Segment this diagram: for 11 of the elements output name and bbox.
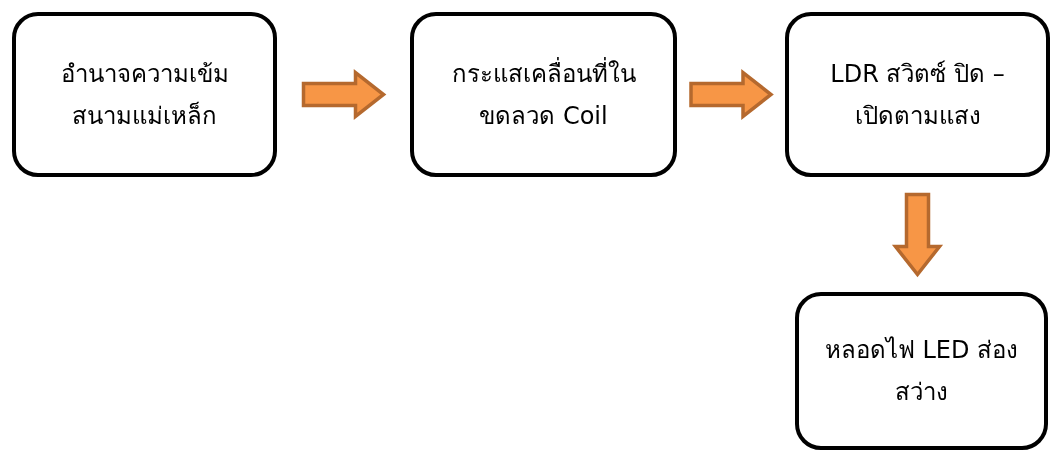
box-text: อำนาจความเข้มสนามแม่เหล็ก <box>59 58 230 132</box>
process-box <box>12 12 277 177</box>
process-box <box>785 12 1050 177</box>
block-arrow <box>891 192 944 278</box>
block-arrow <box>689 68 774 121</box>
box-text: หลอดไฟ LED ส่องสว่าง <box>823 335 1020 408</box>
box-text: กระแสเคลื่อนที่ในขดลวด Coil <box>450 56 637 132</box>
box-text: LDR สวิตซ์ ปิด – เปิดตามแสง <box>829 58 1006 132</box>
block-arrow <box>301 68 387 121</box>
process-box <box>410 12 677 177</box>
process-box <box>795 292 1048 450</box>
